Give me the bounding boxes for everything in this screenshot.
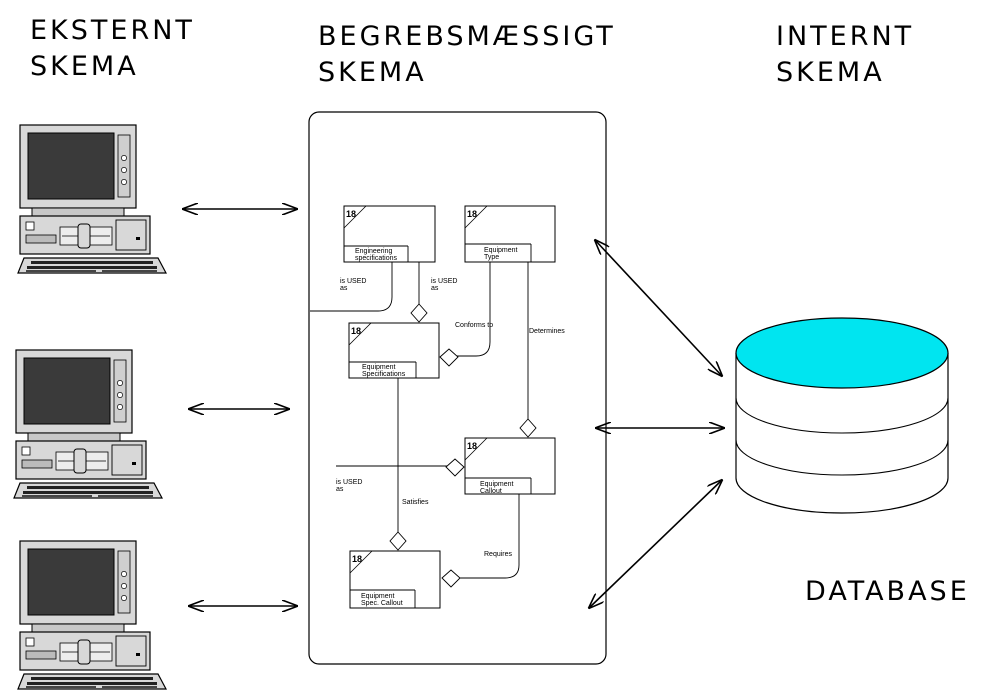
entity-name-line2: Spec. Callout <box>361 600 403 607</box>
entity-name-line2: Type <box>484 254 499 261</box>
entity-name-line1: Equipment <box>362 364 396 371</box>
database-heading: DATABASE <box>805 576 970 607</box>
relationship-label-used-as-2-line2: as <box>431 285 439 292</box>
external-schema-heading-line1: EKSTERNT <box>30 15 195 46</box>
computer-icon-2 <box>13 349 163 499</box>
computer-icon-3 <box>17 540 167 690</box>
relationship-diamond <box>410 303 428 323</box>
relationship-label-satisfies: Satisfies <box>402 499 429 506</box>
relationship-label-used-as-1: is USED <box>340 278 366 285</box>
external-schema-heading: EKSTERNT SKEMA <box>30 13 195 85</box>
entity-name-line2: Specifications <box>362 371 406 378</box>
relationship-label-determines: Determines <box>529 328 565 335</box>
external-schema-heading-line2: SKEMA <box>30 51 139 82</box>
relationship-diamond <box>445 458 465 477</box>
entity-name-line1: Equipment <box>480 481 514 488</box>
conceptual-schema-frame <box>308 111 607 665</box>
entity-name-line1: Equipment <box>484 247 518 254</box>
entity-name-line1: Engineering <box>355 248 392 255</box>
entity-name-line2: specifications <box>355 255 398 262</box>
relationship-label-used-as-1-line2: as <box>340 285 348 292</box>
computer-icon-1 <box>17 124 167 274</box>
entity-number: 18 <box>467 441 477 451</box>
arrow-conceptual-database-bottom <box>589 480 722 608</box>
entity-name-line2: Callout <box>480 488 502 495</box>
relationship-label-used-as-3: is USED <box>336 479 362 486</box>
database-cylinder-icon <box>735 317 949 514</box>
entity-number: 18 <box>467 209 477 219</box>
relationship-label-requires: Requires <box>484 551 513 558</box>
entity-name-line1: Equipment <box>361 593 395 600</box>
entity-equipment-spec-callout: 18 Equipment Spec. Callout <box>349 550 441 609</box>
relationship-label-conforms-to: Conforms to <box>455 322 493 329</box>
entity-number: 18 <box>346 209 356 219</box>
internal-schema-heading-line2: SKEMA <box>776 57 885 88</box>
entity-equipment-callout: 18 Equipment Callout <box>464 437 556 495</box>
entity-equipment-type: 18 Equipment Type <box>464 205 556 263</box>
relationship-label-used-as-3-line2: as <box>336 486 344 493</box>
relationship-diamond <box>441 569 461 588</box>
relationship-label-used-as-2: is USED <box>431 278 457 285</box>
relationship-diamond <box>519 418 537 438</box>
entity-equipment-specifications: 18 Equipment Specifications <box>348 322 440 379</box>
relationship-diamond <box>439 348 459 367</box>
conceptual-schema-heading-line2: SKEMA <box>318 57 427 88</box>
conceptual-schema-heading: BEGREBSMÆSSIGT SKEMA <box>318 19 616 91</box>
entity-number: 18 <box>351 326 361 336</box>
relationship-lines <box>310 262 529 579</box>
relationship-diamond <box>389 531 407 551</box>
arrow-conceptual-database-top <box>595 240 722 376</box>
entity-number: 18 <box>352 554 362 564</box>
internal-schema-heading: INTERNT SKEMA <box>776 19 914 91</box>
internal-schema-heading-line1: INTERNT <box>776 21 915 52</box>
conceptual-schema-heading-line1: BEGREBSMÆSSIGT <box>318 21 616 52</box>
entity-engineering-specifications: 18 Engineering specifications <box>343 205 436 263</box>
